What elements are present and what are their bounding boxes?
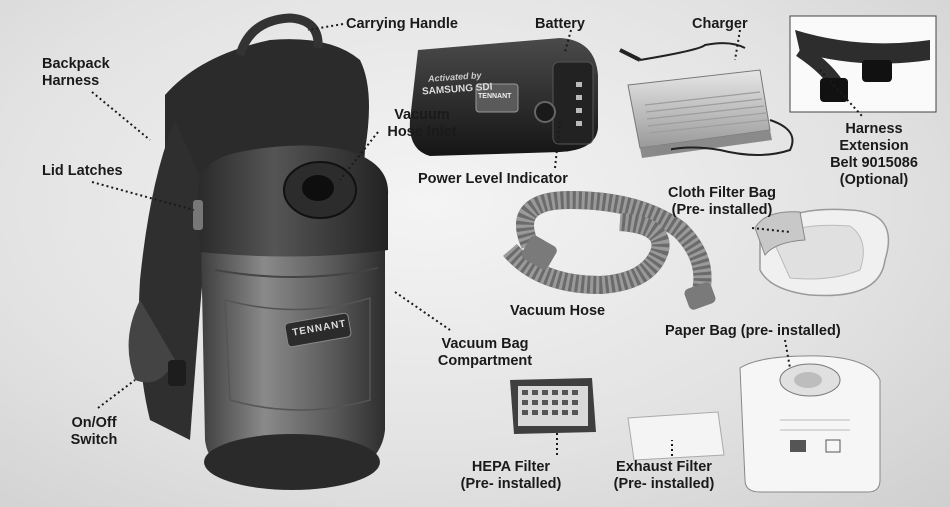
harness-extension-belt-photo bbox=[789, 15, 937, 113]
label-harness-belt-line4: (Optional) bbox=[839, 172, 909, 188]
power-level-leds bbox=[576, 82, 582, 126]
label-exhaust-line2: (Pre- installed) bbox=[613, 476, 715, 492]
charger-ac-cord bbox=[639, 42, 746, 61]
paper-bag bbox=[739, 355, 881, 493]
label-vacuum-bag-line2: Compartment bbox=[437, 353, 533, 369]
exhaust-filter bbox=[627, 411, 725, 461]
label-hepa-line2: (Pre- installed) bbox=[460, 476, 562, 492]
label-vacuum-hose-inlet-line2: Hose Inlet bbox=[387, 124, 457, 140]
label-vacuum-hose-inlet-line1: Vacuum bbox=[394, 107, 450, 123]
label-vacuum-bag-line1: Vacuum Bag bbox=[441, 336, 529, 352]
label-battery: Battery bbox=[535, 16, 585, 32]
label-carrying-handle: Carrying Handle bbox=[346, 16, 458, 32]
label-vacuum-hose: Vacuum Hose bbox=[510, 303, 606, 319]
label-vacuum-bag-compartment: Vacuum Bag Compartment bbox=[430, 336, 540, 370]
battery-button bbox=[534, 101, 556, 123]
vacuum-hose bbox=[503, 190, 716, 310]
label-harness-belt-line3: Belt 9015086 bbox=[830, 155, 918, 171]
label-cloth-filter-line2: (Pre- installed) bbox=[671, 202, 773, 218]
label-cloth-filter-line1: Cloth Filter Bag bbox=[668, 185, 776, 201]
battery-pack bbox=[409, 38, 598, 156]
label-exhaust-line1: Exhaust Filter bbox=[616, 459, 712, 475]
cloth-filter-bag bbox=[754, 208, 890, 297]
label-onoff-line1: On/Off bbox=[71, 415, 117, 431]
vacuum-logo-plate bbox=[284, 312, 352, 348]
label-harness-extension-belt: Harness Extension Belt 9015086 (Optional… bbox=[812, 121, 936, 189]
label-paper-bag: Paper Bag (pre- installed) bbox=[665, 323, 841, 339]
label-charger: Charger bbox=[692, 16, 748, 32]
label-exhaust-filter: Exhaust Filter (Pre- installed) bbox=[605, 459, 723, 493]
label-harness-belt-line2: Extension bbox=[839, 138, 909, 154]
lid-latch bbox=[193, 200, 203, 230]
label-power-level-indicator: Power Level Indicator bbox=[418, 171, 568, 187]
battery-logo-plate bbox=[475, 83, 519, 113]
hose-inlet-opening bbox=[302, 175, 334, 201]
label-backpack-harness-line1: Backpack bbox=[42, 56, 110, 72]
label-hepa-filter: HEPA Filter (Pre- installed) bbox=[452, 459, 570, 493]
carrying-handle-strap bbox=[235, 13, 323, 57]
onoff-switch-body bbox=[168, 360, 186, 386]
battery-charger bbox=[619, 42, 794, 158]
label-vacuum-hose-inlet: Vacuum Hose Inlet bbox=[378, 107, 466, 141]
label-backpack-harness-line2: Harness bbox=[42, 73, 100, 89]
charger-dc-cord bbox=[667, 119, 794, 156]
waist-pad bbox=[128, 300, 175, 383]
hepa-filter bbox=[510, 378, 596, 434]
bag-compartment-panel bbox=[224, 296, 371, 411]
leader-lines bbox=[91, 23, 863, 456]
label-cloth-filter-bag: Cloth Filter Bag (Pre- installed) bbox=[658, 185, 786, 219]
label-onoff-switch: On/Off Switch bbox=[62, 415, 126, 449]
label-hepa-line1: HEPA Filter bbox=[471, 459, 551, 475]
label-lid-latches: Lid Latches bbox=[42, 163, 123, 179]
vacuum-base bbox=[204, 434, 380, 490]
label-backpack-harness: Backpack Harness bbox=[42, 56, 110, 90]
label-harness-belt-line1: Harness bbox=[845, 121, 903, 137]
battery-tennant-logo: TENNANT bbox=[478, 93, 512, 100]
label-onoff-line2: Switch bbox=[70, 432, 118, 448]
backpack-vacuum bbox=[128, 13, 389, 490]
